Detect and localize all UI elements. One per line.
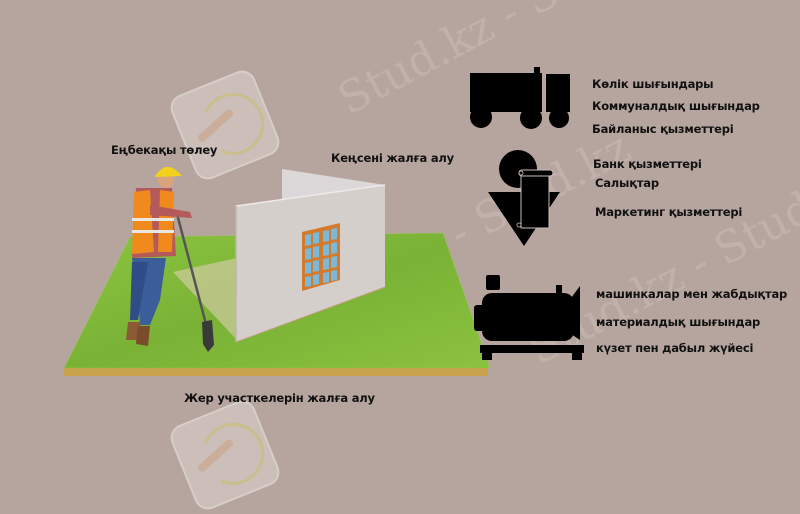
group-2-item-1: Банк қызметтері xyxy=(593,157,702,171)
truck-icon xyxy=(470,67,570,129)
group-3-item-2: материалдық шығындар xyxy=(596,315,761,329)
group-1-item-3: Байланыс қызметтері xyxy=(592,122,734,136)
group-2-item-2: Салықтар xyxy=(595,176,659,190)
group-1-item-1: Көлік шығындары xyxy=(592,77,714,91)
machine-icon xyxy=(474,275,584,360)
slide: Stud.kz - Stud.kz Stud.kz - Stud.kz Stud… xyxy=(63,0,800,514)
worker-with-shovel-illustration xyxy=(126,166,214,352)
salary-label: Еңбекақы төлеу xyxy=(111,143,218,157)
group-2-item-3: Маркетинг қызметтері xyxy=(595,205,743,219)
group-1-item-2: Коммуналдық шығындар xyxy=(592,99,760,113)
office-walls-illustration xyxy=(235,169,386,343)
group-3-item-3: күзет пен дабыл жүйесі xyxy=(596,341,754,355)
group-3-item-1: машинкалар мен жабдықтар xyxy=(596,287,788,301)
window-icon xyxy=(302,223,340,291)
tax-document-icon xyxy=(488,150,560,246)
office-rent-label: Кеңсені жалға алу xyxy=(331,151,454,165)
land-rent-label: Жер участкелерін жалға алу xyxy=(184,391,375,405)
